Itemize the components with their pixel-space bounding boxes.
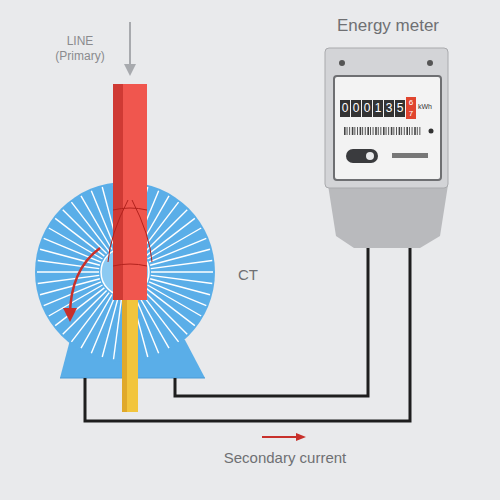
primary-arrowhead [124,64,136,76]
meter-led [429,129,434,134]
current-arrow [262,436,298,438]
barcode-stroke [409,127,411,135]
winding-stroke [63,290,107,334]
meter-button [346,149,378,163]
meter-screw [339,60,345,66]
conductor-band [113,264,147,266]
barcode-stroke [360,127,362,135]
meter-button-dot [366,152,374,160]
barcode-stroke [419,127,421,135]
winding-stroke [146,218,195,256]
ct-node: CT [35,180,265,378]
winding-stroke [143,290,187,334]
conductor-lower-shade [122,296,127,412]
barcode-stroke [383,127,385,135]
conductor-band [113,208,147,210]
barcode-stroke [391,127,393,135]
meter-window [334,76,441,180]
meter-digit: 1 [373,100,383,117]
winding-stroke [151,271,213,272]
meter-plate [392,153,428,158]
barcode-stroke [375,127,377,135]
winding-stroke [38,275,99,283]
barcode-stroke [399,127,401,135]
barcode-stroke [364,127,366,135]
barcode-stroke [385,127,387,135]
ct-label: CT [238,266,258,283]
winding-stroke [55,288,104,326]
winding-stroke [151,275,212,283]
meter-title: Energy meter [318,16,458,36]
barcode-stroke [411,127,413,135]
secondary-wire [85,248,410,421]
barcode-stroke [414,127,416,135]
winding-stroke [114,298,122,359]
barcode-stroke [401,127,403,135]
barcode-stroke [370,127,372,135]
barcode-stroke [406,127,408,135]
barcode-stroke [367,127,369,135]
conductor [113,84,147,300]
winding-stroke [63,210,107,254]
winding-stroke [37,271,99,272]
winding-stroke [150,249,210,265]
line-label: LINE (Primary) [45,34,115,64]
winding-stroke [71,202,109,251]
barcode-stroke [344,127,346,135]
primary-arrow [129,22,131,68]
meter-digit: 0 [351,100,361,117]
meter-digit-red: 6 [406,97,416,108]
meter-digit: 0 [362,100,372,117]
meter-barcode [344,127,420,135]
secondary-wire [175,248,368,396]
barcode-stroke [357,127,359,135]
meter-digit: 5 [395,100,405,117]
winding-stroke [151,261,212,269]
barcode-stroke [362,127,364,135]
conductor-shade [113,84,123,300]
barcode-stroke [388,127,390,135]
barcode-stroke [393,127,395,135]
meter-screw [427,60,433,66]
barcode-stroke [346,127,348,135]
meter-digit-red: 7 [406,108,416,119]
barcode-stroke [354,127,356,135]
winding-stroke [141,293,179,342]
flux-arrowhead [63,308,77,322]
meter-housing [325,48,448,188]
meter-node: Energy meter00013567kWh [318,12,458,248]
barcode-stroke [372,127,374,135]
barcode-stroke [380,127,382,135]
conductor-lower [122,296,138,412]
current-arrowhead [296,433,306,441]
barcode-stroke [396,127,398,135]
meter-digit: 0 [340,100,350,117]
winding-stroke [40,279,100,295]
flux-lines [108,200,152,262]
meter-lower-housing [328,185,448,248]
winding-stroke [38,261,99,269]
secondary-label: Secondary current [200,449,370,468]
barcode-stroke [352,127,354,135]
barcode-stroke [349,127,351,135]
barcode-stroke [377,127,379,135]
meter-unit: kWh [418,103,438,112]
meter-digit: 3 [384,100,394,117]
barcode-stroke [403,127,405,135]
barcode-stroke [416,127,418,135]
flux-arrow [70,248,100,316]
